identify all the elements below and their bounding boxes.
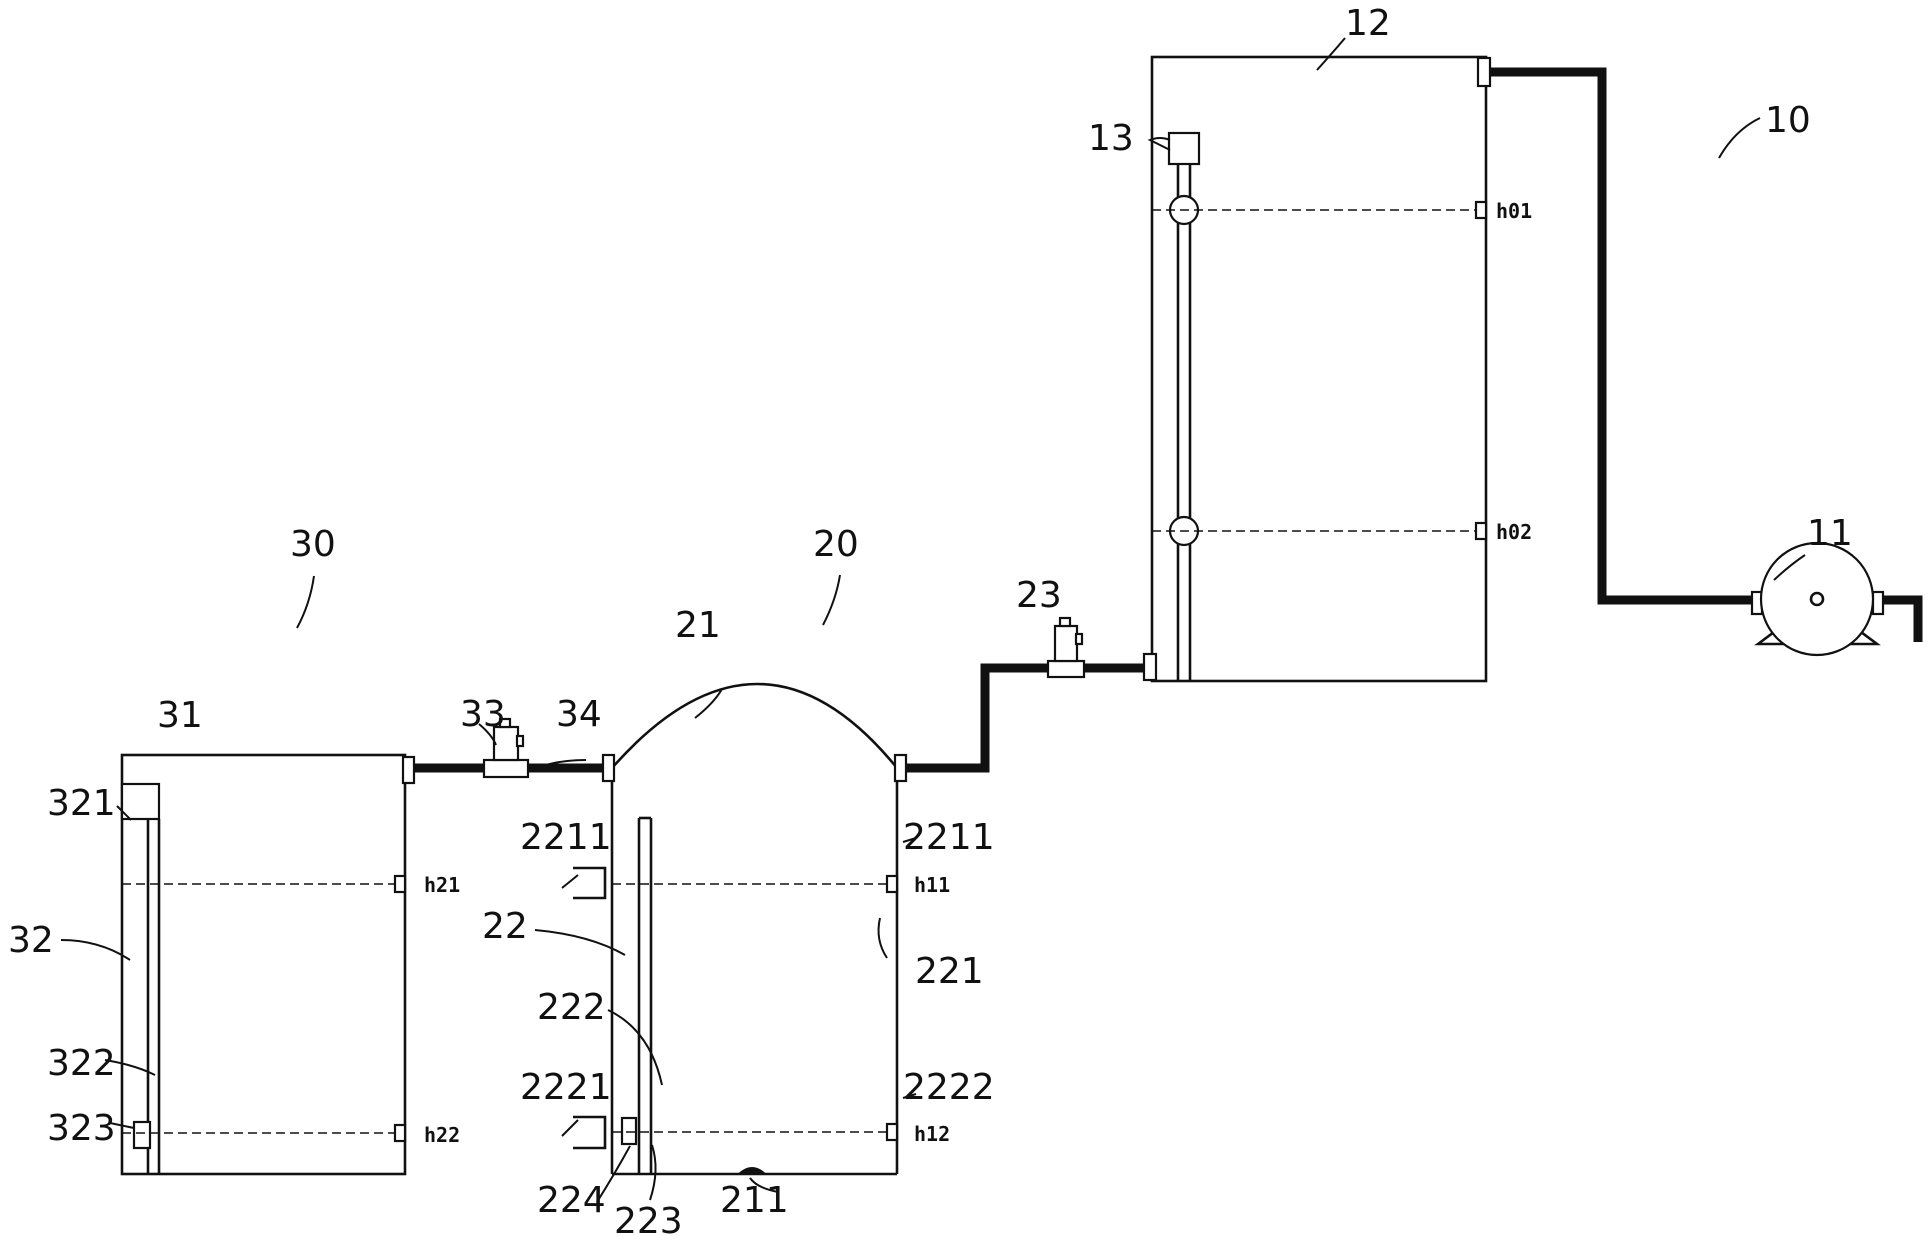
level-h11: h11 — [914, 873, 950, 897]
pump-11 — [1750, 541, 1923, 657]
label-34: 34 — [556, 694, 602, 735]
level-h02: h02 — [1496, 520, 1532, 544]
label-13: 13 — [1088, 118, 1134, 159]
label-211: 211 — [720, 1180, 789, 1221]
middle-tank-20 — [573, 682, 908, 1176]
label-31: 31 — [157, 695, 203, 736]
label-321: 321 — [47, 783, 116, 824]
label-2221: 2221 — [520, 1067, 612, 1108]
supply-pipe — [1490, 67, 1754, 605]
valve-33 — [482, 717, 530, 779]
label-222: 222 — [537, 987, 606, 1028]
valve-23 — [1046, 616, 1086, 679]
level-h12: h12 — [914, 1122, 950, 1146]
level-h01: h01 — [1496, 199, 1532, 223]
level-lines-tank-12: h01 h02 — [1152, 199, 1532, 544]
upper-tank-12 — [1142, 55, 1492, 683]
level-h22: h22 — [424, 1123, 460, 1147]
label-223: 223 — [614, 1201, 683, 1236]
label-32: 32 — [8, 920, 54, 961]
label-12: 12 — [1345, 3, 1391, 44]
label-20: 20 — [813, 524, 859, 565]
label-30: 30 — [290, 524, 336, 565]
pipe-23-left — [906, 663, 1048, 773]
leader-lines — [60, 37, 1806, 1203]
label-23: 23 — [1016, 575, 1062, 616]
label-33: 33 — [460, 694, 506, 735]
label-221: 221 — [915, 951, 984, 992]
level-lines-tank-20: h11 h12 — [612, 873, 950, 1146]
label-2211-left: 2211 — [520, 817, 612, 858]
label-2222: 2222 — [903, 1067, 995, 1108]
label-224: 224 — [537, 1180, 606, 1221]
level-h21: h21 — [424, 873, 460, 897]
label-10: 10 — [1765, 100, 1811, 141]
level-gauge-13 — [1167, 131, 1201, 681]
label-11: 11 — [1807, 513, 1853, 554]
left-tank-30 — [120, 753, 416, 1176]
label-21: 21 — [675, 605, 721, 646]
label-323: 323 — [47, 1108, 116, 1149]
label-22: 22 — [482, 906, 528, 947]
level-lines-tank-30: h21 h22 — [122, 873, 460, 1147]
reference-numerals: 10 11 12 13 23 20 21 2211 2211 22 221 22… — [8, 3, 1853, 1236]
label-2211-right: 2211 — [903, 817, 995, 858]
label-322: 322 — [47, 1043, 116, 1084]
